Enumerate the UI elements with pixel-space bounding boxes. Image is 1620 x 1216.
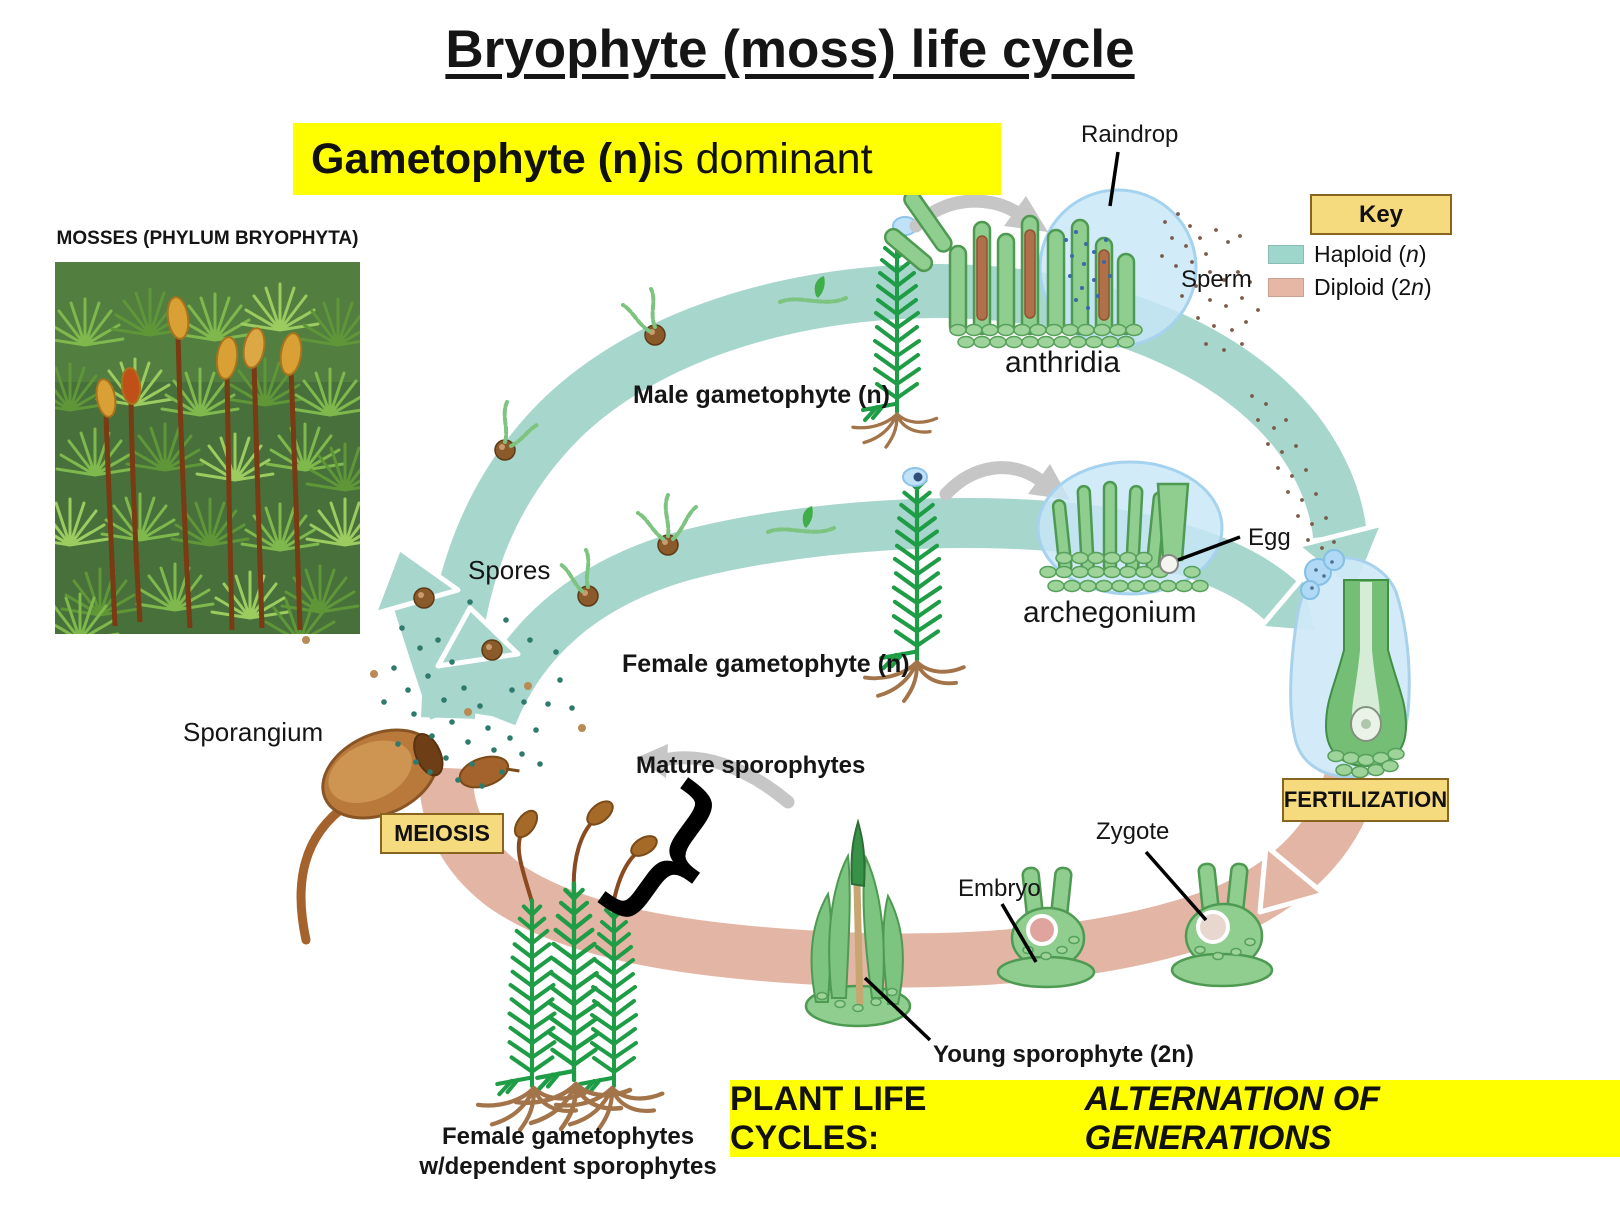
haploid-swatch bbox=[1268, 245, 1304, 264]
spores-label: Spores bbox=[468, 555, 551, 585]
anthridia-base bbox=[949, 323, 1143, 349]
female-gametophytes-label: Female gametophytes w/dependent sporophy… bbox=[419, 1123, 717, 1180]
egg-label: Egg bbox=[1248, 524, 1291, 551]
sperm-specks-blue bbox=[1064, 230, 1112, 310]
mature-sporophytes-label: Mature sporophytes bbox=[636, 752, 866, 779]
female-gametophyte-label: Female gametophyte (n) bbox=[622, 650, 910, 678]
young-sporophyte-label: Young sporophyte (2n) bbox=[933, 1041, 1194, 1068]
key-item-haploid: Haploid (n) bbox=[1268, 241, 1478, 268]
young-sporophyte-illustration bbox=[804, 818, 912, 1028]
sporophyte-to-sporangium-arrow bbox=[636, 744, 795, 809]
protonema bbox=[778, 276, 848, 304]
embryo-label: Embryo bbox=[958, 875, 1041, 902]
photo-capsules bbox=[95, 296, 303, 418]
archegonium-illustration bbox=[1036, 460, 1224, 596]
subtitle-rest: is dominant bbox=[652, 134, 873, 183]
male-gametophyte-label: Male gametophyte (n) bbox=[633, 381, 890, 409]
subtitle-emphasis: Gametophyte (n) bbox=[311, 134, 653, 183]
page-title: Bryophyte (moss) life cycle bbox=[445, 20, 1135, 79]
anthridia-label: anthridia bbox=[1005, 346, 1121, 379]
fertilization-illustration bbox=[1289, 549, 1411, 779]
female-gametophyte-plant bbox=[863, 467, 966, 703]
bottom-banner: PLANT LIFE CYCLES: ALTERNATION OF GENERA… bbox=[730, 1080, 1620, 1157]
banner-bold: PLANT LIFE CYCLES: bbox=[730, 1079, 927, 1157]
leader-lines bbox=[863, 151, 1241, 1042]
embryo-cell bbox=[1026, 914, 1058, 946]
diploid-swatch bbox=[1268, 278, 1304, 297]
moss-photo bbox=[55, 262, 360, 634]
key-title: Key bbox=[1310, 194, 1452, 235]
subtitle-highlight: Gametophyte (n) is dominant bbox=[293, 123, 1001, 195]
archegonium-label: archegonium bbox=[1023, 596, 1197, 629]
sporangium-lid bbox=[458, 755, 520, 789]
photo-caption: MOSSES (PHYLUM BRYOPHYTA) bbox=[56, 228, 359, 249]
banner-italic: ALTERNATION OF GENERATIONS bbox=[1084, 1079, 1380, 1157]
photo-sporophyte-stalks bbox=[103, 331, 303, 631]
egg-cell bbox=[1159, 554, 1179, 574]
sperm-trail bbox=[1160, 212, 1336, 550]
anthridia-illustration bbox=[883, 188, 1198, 349]
archegonium-base bbox=[1039, 551, 1209, 593]
sporangium-illustration bbox=[296, 728, 520, 945]
fertilization-box: FERTILIZATION bbox=[1282, 778, 1449, 822]
sperm-label: Sperm bbox=[1181, 266, 1252, 293]
protonema bbox=[766, 506, 836, 534]
sporangium-label: Sporangium bbox=[183, 717, 324, 747]
zygote-label: Zygote bbox=[1096, 818, 1170, 845]
mature-sporophytes-illustration bbox=[478, 800, 662, 1130]
germinating-spores bbox=[494, 276, 848, 607]
raindrop-label: Raindrop bbox=[1081, 121, 1179, 148]
spore-spray bbox=[302, 599, 586, 789]
sperm-entering bbox=[1300, 549, 1345, 600]
meiosis-box: MEIOSIS bbox=[380, 813, 504, 854]
